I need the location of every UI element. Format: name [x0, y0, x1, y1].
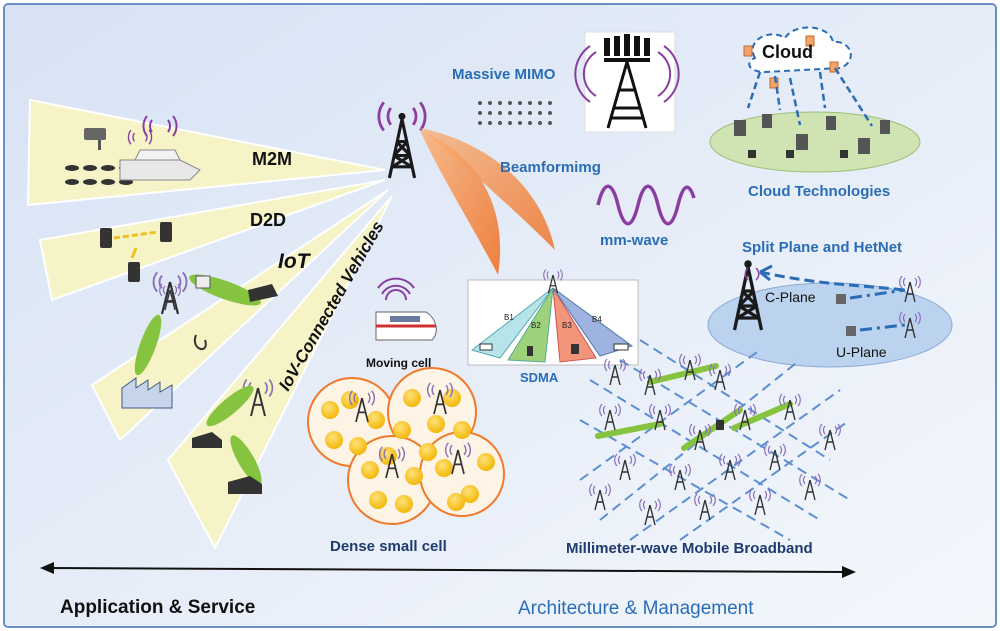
- application-fan: [26, 98, 393, 551]
- beam-label-b3: B3: [562, 321, 572, 330]
- beam-label-b4: B4: [592, 315, 602, 324]
- moving-cell-train-icon: [375, 277, 437, 341]
- moving-cell-label: Moving cell: [366, 356, 431, 370]
- application-service-label: Application & Service: [60, 597, 255, 618]
- mmwave-mesh-network: [579, 339, 851, 541]
- d2d-devices-icon: [100, 222, 172, 282]
- mimo-antenna-array: [478, 101, 552, 125]
- u-plane-label: U-Plane: [836, 344, 887, 360]
- split-plane-hetnet-icon: [707, 258, 953, 368]
- iov-vehicles-icon: [192, 378, 274, 494]
- massive-mimo-label: Massive MIMO: [452, 66, 556, 83]
- beam-label-b1: B1: [504, 313, 514, 322]
- iot-label: IoT: [278, 250, 312, 273]
- m2m-label: M2M: [252, 149, 292, 169]
- cloud-label: Cloud: [762, 42, 813, 62]
- dense-small-cell-label: Dense small cell: [330, 538, 447, 555]
- cloud-technologies-icon: [709, 26, 921, 173]
- mm-wave-signal-icon: [596, 184, 696, 226]
- mm-wave-label: mm-wave: [600, 232, 668, 249]
- mmwave-broadband-label: Millimeter-wave Mobile Broadband: [566, 540, 813, 557]
- range-arrow: [40, 562, 856, 578]
- c-plane-label: C-Plane: [765, 289, 816, 305]
- beam-label-b2: B2: [531, 321, 541, 330]
- cloud-technologies-label: Cloud Technologies: [748, 183, 890, 200]
- d2d-label: D2D: [250, 210, 286, 230]
- sdma-diagram: [467, 268, 639, 366]
- dense-small-cell-icon: [307, 367, 505, 525]
- beamforming-beams: [420, 128, 555, 275]
- sdma-label: SDMA: [520, 370, 559, 385]
- massive-mimo-icon: [574, 31, 680, 133]
- architecture-management-label: Architecture & Management: [518, 598, 754, 619]
- m2m-devices-icon: [65, 115, 201, 185]
- split-plane-label: Split Plane and HetNet: [742, 239, 902, 256]
- iot-hub-icon: [121, 271, 278, 409]
- beamforming-label: Beamformimg: [500, 159, 601, 176]
